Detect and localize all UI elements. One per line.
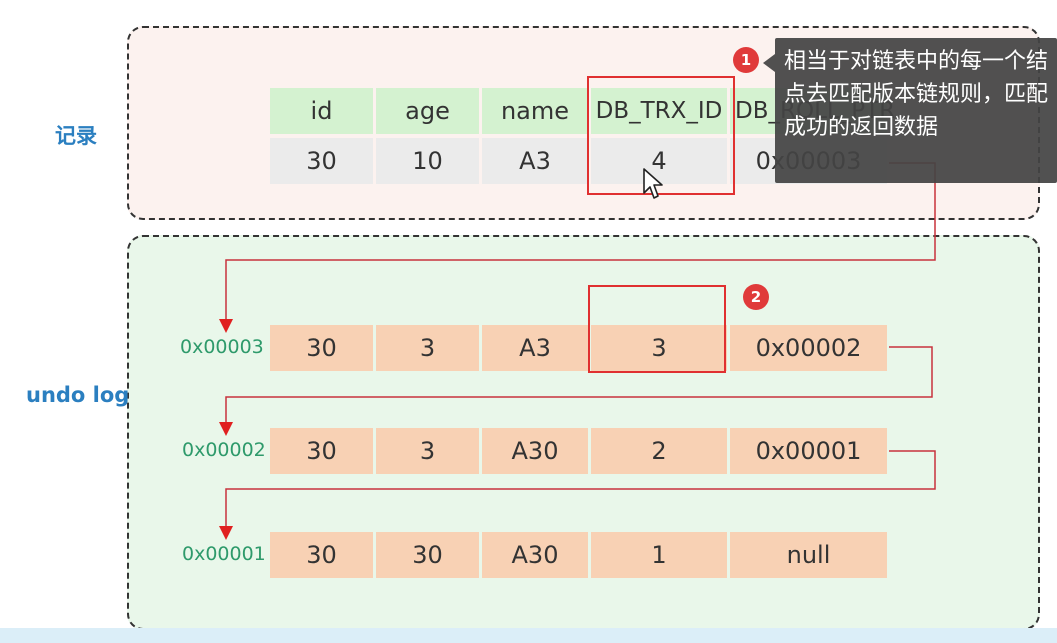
undo-cell: 0x00001 <box>730 428 887 474</box>
trx-id-highlight-box <box>587 76 735 195</box>
undo-cell: A30 <box>482 428 588 474</box>
undo-cell: 3 <box>591 325 727 371</box>
undo-address: 0x00002 <box>182 439 266 461</box>
record-label: 记录 <box>55 124 97 148</box>
record-value-trx-id: 4 <box>591 138 727 184</box>
undo-cell: 30 <box>376 532 479 578</box>
undo-cell: A3 <box>482 325 588 371</box>
record-value-age: 10 <box>376 138 479 184</box>
record-value-id: 30 <box>270 138 373 184</box>
undo-cell: null <box>730 532 887 578</box>
undo-trx-id-highlight-box <box>588 285 726 373</box>
step-2-badge: 2 <box>743 284 769 310</box>
step-1-badge: 1 <box>733 47 759 73</box>
undo-cell: 1 <box>591 532 727 578</box>
undo-cell: 30 <box>270 532 373 578</box>
record-header-id: id <box>270 88 373 134</box>
record-header-age: age <box>376 88 479 134</box>
record-header-name: name <box>482 88 588 134</box>
record-header-trx-id: DB_TRX_ID <box>591 88 727 134</box>
undo-cell: 30 <box>270 325 373 371</box>
undo-cell: 3 <box>376 325 479 371</box>
undo-log-label: undo log <box>26 383 130 407</box>
record-value-name: A3 <box>482 138 588 184</box>
undo-address: 0x00003 <box>180 336 264 358</box>
undo-address: 0x00001 <box>182 543 266 565</box>
undo-cell: A30 <box>482 532 588 578</box>
mouse-pointer-icon <box>643 168 663 199</box>
undo-cell: 30 <box>270 428 373 474</box>
explanation-tooltip: 相当于对链表中的每一个结点去匹配版本链规则，匹配成功的返回数据 <box>775 38 1057 183</box>
undo-cell: 3 <box>376 428 479 474</box>
tooltip-pointer <box>763 54 775 72</box>
bottom-decoration <box>0 628 1057 643</box>
undo-cell: 0x00002 <box>730 325 887 371</box>
undo-cell: 2 <box>591 428 727 474</box>
